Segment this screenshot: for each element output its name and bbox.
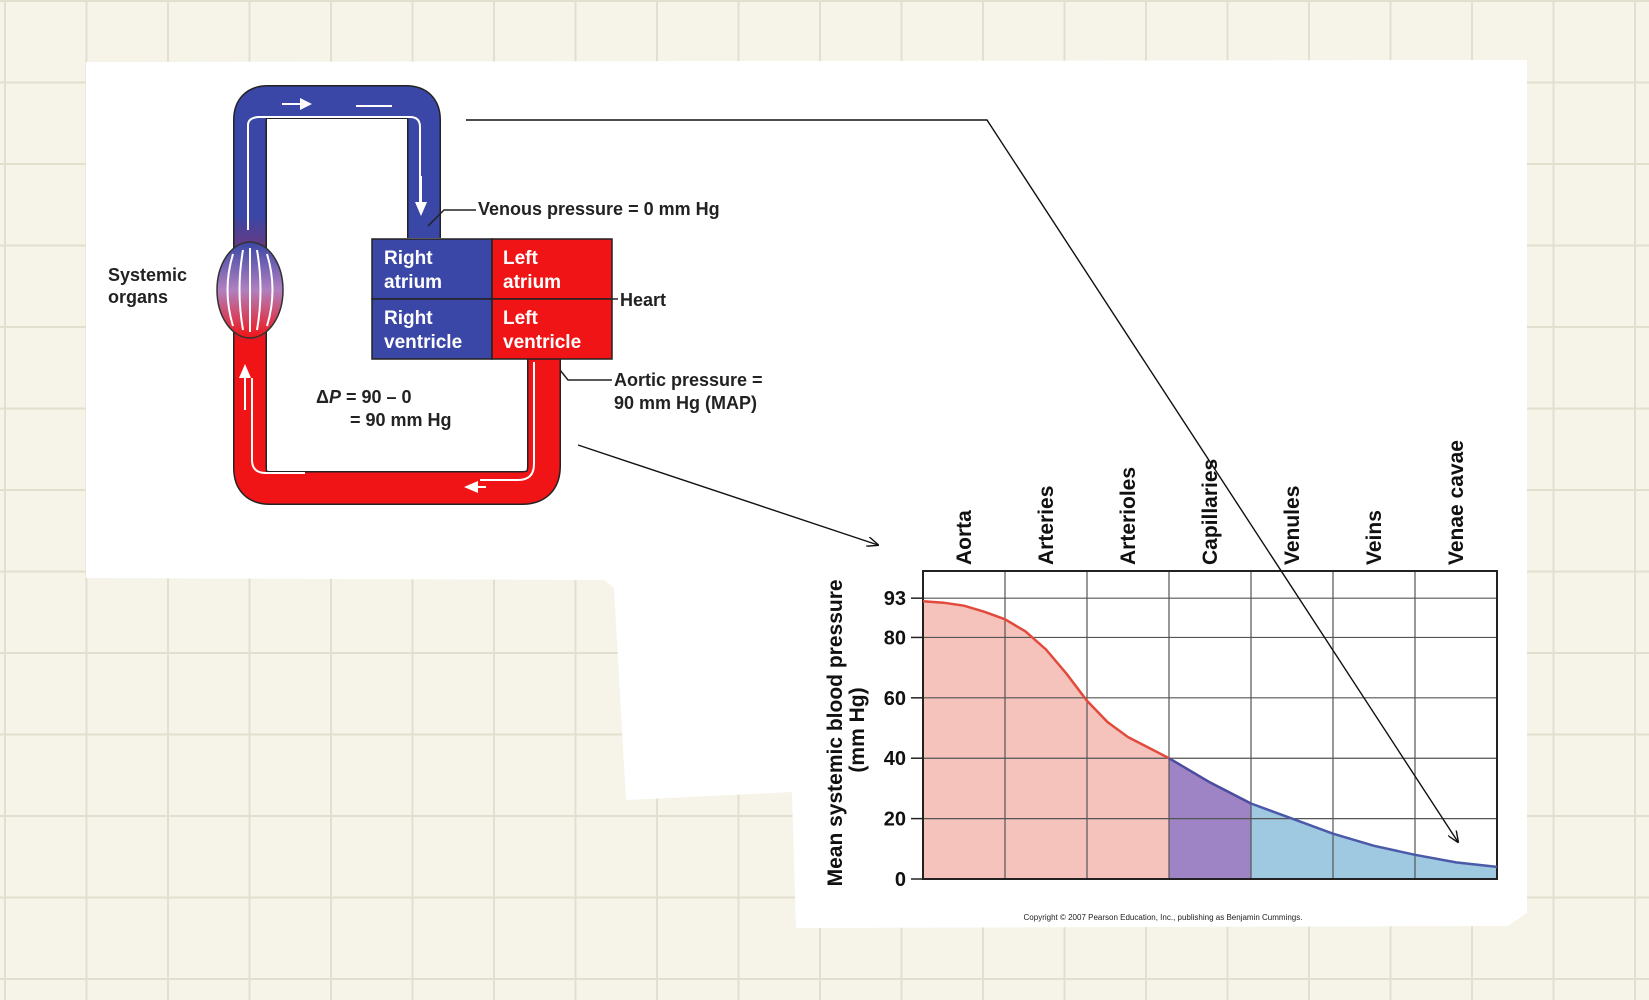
y-tick-label: 93 <box>884 588 906 610</box>
y-tick-label: 60 <box>884 688 906 710</box>
category-label: Venules <box>1281 486 1304 565</box>
heart: Right atrium Left atrium Right ventricle… <box>371 238 613 360</box>
category-label: Arteries <box>1035 486 1058 565</box>
pressure-curve-segment-2 <box>1168 757 1252 805</box>
aortic-annotation-arrow <box>577 444 878 545</box>
circulation-diagram: Systemic organs Right atrium Left atrium… <box>108 85 768 505</box>
y-tick-label: 80 <box>884 627 906 649</box>
left-ventricle-label: Left ventricle <box>503 308 581 353</box>
left-atrium-label: Left atrium <box>503 248 561 293</box>
pressure-area-region-3 <box>1251 803 1497 879</box>
category-label: Aorta <box>953 510 976 565</box>
y-tick-label: 0 <box>895 869 906 891</box>
pressure-difference-label: ΔP = 90 – 0 = 90 mm Hg <box>316 387 452 430</box>
annotation-arrows <box>466 119 1458 842</box>
y-axis-title: Mean systemic blood pressure (mm Hg) <box>824 574 869 887</box>
category-label: Veins <box>1363 510 1386 565</box>
venous-pressure-label: Venous pressure = 0 mm Hg <box>478 199 720 219</box>
venous-pressure-leader <box>427 209 476 227</box>
y-tick-label: 20 <box>884 809 906 831</box>
pressure-curve-segment-1 <box>922 599 1170 760</box>
systemic-organs-label: Systemic organs <box>108 265 192 307</box>
left-ventricle <box>491 298 613 360</box>
left-atrium <box>491 238 613 300</box>
category-label: Venae cavae <box>1445 440 1468 565</box>
aortic-pressure-label: Aortic pressure = 90 mm Hg (MAP) <box>614 370 768 413</box>
category-label: Capillaries <box>1199 459 1222 565</box>
pressure-curve-segment-3 <box>1250 802 1498 869</box>
flow-arrows <box>239 98 486 493</box>
copyright-text: Copyright © 2007 Pearson Education, Inc.… <box>1024 913 1303 922</box>
right-ventricle-label: Right ventricle <box>384 308 462 353</box>
y-tick-label: 40 <box>884 748 906 770</box>
aortic-pressure-leader <box>559 369 612 381</box>
venous-annotation-arrow <box>466 119 1458 842</box>
pressure-area-region-1 <box>923 601 1169 879</box>
systemic-organs-icon <box>216 241 284 339</box>
plot-frame <box>922 570 1498 880</box>
pressure-chart: Aorta Arteries Arterioles Capillaries Venule… <box>824 440 1498 922</box>
right-ventricle <box>371 298 493 360</box>
right-atrium-label: Right atrium <box>384 248 442 293</box>
right-atrium <box>371 238 493 300</box>
heart-label: Heart <box>620 290 666 310</box>
category-label: Arterioles <box>1117 467 1140 565</box>
